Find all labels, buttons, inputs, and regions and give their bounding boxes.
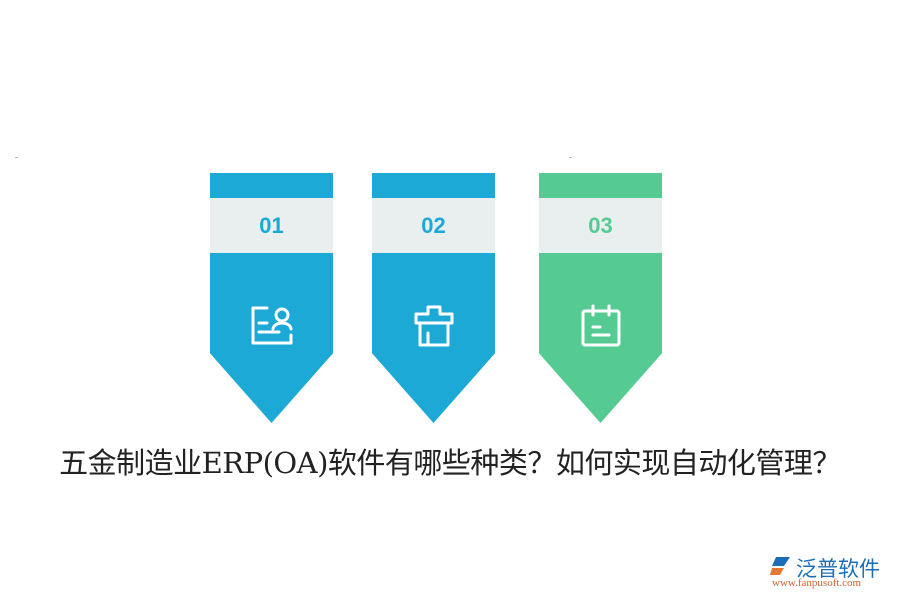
stray-dot <box>15 157 18 158</box>
card-02: 02 <box>372 173 495 423</box>
card-top-strip <box>210 173 333 198</box>
stray-dot <box>569 157 572 158</box>
id-card-user-icon <box>251 306 292 345</box>
brand-logo: 泛普软件 www.fanpusoft.com <box>770 553 895 593</box>
card-top-strip <box>539 173 662 198</box>
card-number: 03 <box>539 198 662 253</box>
card-01: 01 <box>210 173 333 423</box>
card-top-strip <box>372 173 495 198</box>
card-03: 03 <box>539 173 662 423</box>
brand-name: 泛普软件 <box>796 557 880 581</box>
card-number: 02 <box>372 198 495 253</box>
page-title: 五金制造业ERP(OA)软件有哪些种类？如何实现自动化管理？ <box>59 446 841 480</box>
card-number: 01 <box>210 198 333 253</box>
calendar-notes-icon <box>581 304 620 347</box>
brand-url: www.fanpusoft.com <box>772 577 862 589</box>
fanpu-logo-icon <box>770 557 790 575</box>
shop-house-icon <box>414 305 453 347</box>
